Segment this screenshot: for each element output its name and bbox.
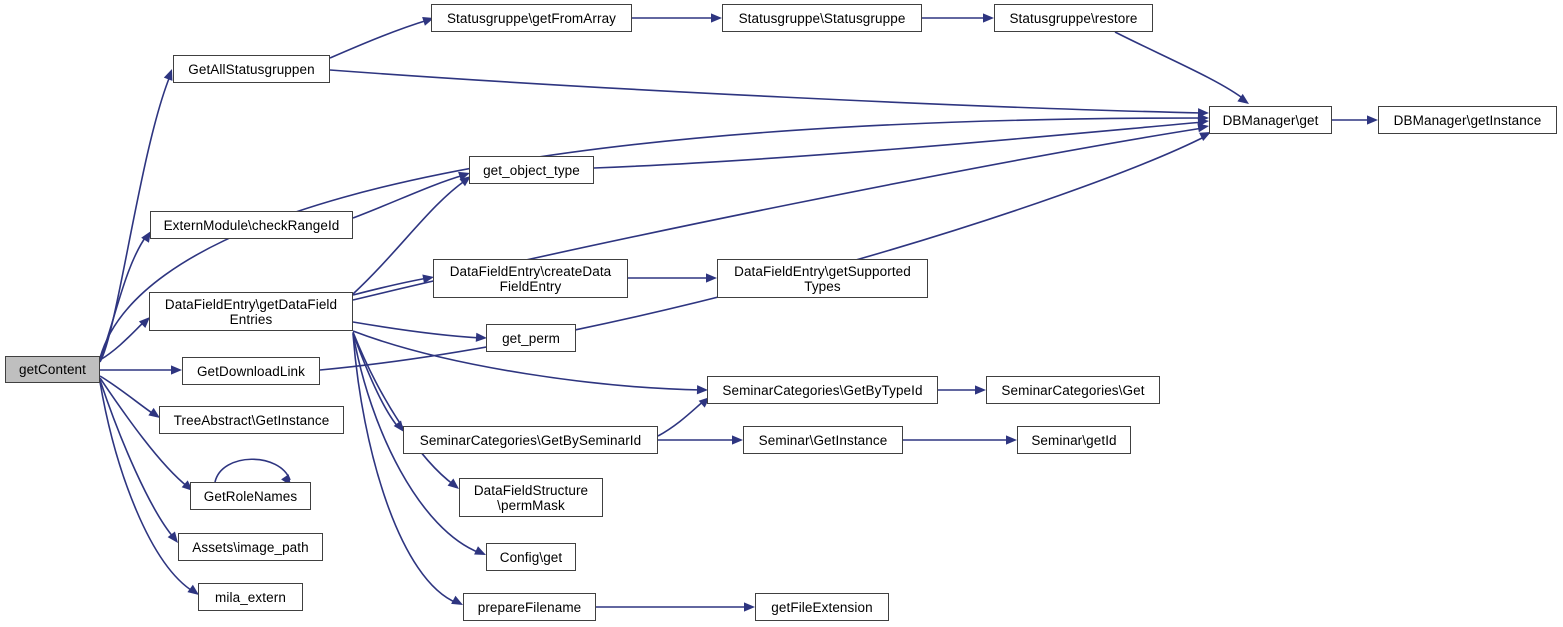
graph-node-getRoleNames[interactable]: GetRoleNames [190, 482, 311, 510]
graph-node-sgStatusgruppe[interactable]: Statusgruppe\Statusgruppe [722, 4, 922, 32]
arrowhead-getContent-to-checkRangeId [141, 231, 151, 243]
graph-node-dbGetInstance[interactable]: DBManager\getInstance [1378, 106, 1557, 134]
graph-node-dfeSupported[interactable]: DataFieldEntry\getSupported Types [717, 259, 928, 298]
graph-node-checkRangeId[interactable]: ExternModule\checkRangeId [150, 211, 353, 239]
graph-node-dfsPermMask[interactable]: DataFieldStructure \permMask [459, 478, 603, 517]
arrowhead-dfeGetEntries-to-dfsPermMask [447, 478, 459, 489]
edge-getContent-to-checkRangeId [99, 234, 148, 361]
arrowhead-getContent-to-getAllStatus [163, 69, 173, 81]
graph-node-getPerm[interactable]: get_perm [486, 324, 576, 352]
arrowhead-getDownloadLink-to-dbGet [1199, 132, 1211, 141]
arrowhead-getContent-to-getDownloadLink [171, 365, 182, 375]
edge-getContent-to-getAllStatus [99, 75, 171, 363]
graph-node-scGetBySeminarId[interactable]: SeminarCategories\GetBySeminarId [403, 426, 658, 454]
arrowhead-dfeGetEntries-to-scGetBySeminarId [393, 420, 404, 432]
arrowhead-dfeGetEntries-to-scGetByTypeId [696, 385, 708, 395]
arrowhead-getContent-to-assetsImagePath [167, 531, 178, 543]
edge-getObjectType-to-dbGet [593, 121, 1204, 169]
graph-node-scGet[interactable]: SeminarCategories\Get [986, 376, 1160, 404]
edge-dfeGetEntries-to-scGetBySeminarId [352, 332, 400, 429]
graph-node-getObjectType[interactable]: get_object_type [469, 156, 594, 184]
edge-sgRestore-to-dbGet [1114, 31, 1246, 101]
arrowhead-dfeGetEntries-to-getObjectType [459, 176, 471, 187]
graph-node-dbGet[interactable]: DBManager\get [1209, 106, 1332, 134]
arrowhead-getContent-to-milaExtern [187, 584, 199, 595]
edge-checkRangeId-to-getObjectType [352, 174, 465, 219]
arrowhead-checkRangeId-to-getObjectType [458, 171, 470, 181]
graph-node-dfeGetEntries[interactable]: DataFieldEntry\getDataField Entries [149, 292, 353, 331]
graph-node-prepareFilename[interactable]: prepareFilename [463, 593, 596, 621]
edge-dfeGetEntries-to-getObjectType [352, 179, 467, 295]
arrowhead-dfeGetEntries-to-getPerm [475, 332, 487, 342]
edge-getRoleNames-to-getRoleNames [214, 458, 291, 483]
graph-node-getDownloadLink[interactable]: GetDownloadLink [182, 357, 320, 385]
edge-getContent-to-getRoleNames [99, 377, 189, 488]
graph-node-configGet[interactable]: Config\get [486, 543, 576, 571]
edge-getContent-to-milaExtern [99, 381, 195, 593]
arrowhead-seminarGetInst-to-seminarGetId [1006, 435, 1017, 445]
arrowhead-sgGetFromArray-to-sgStatusgruppe [711, 13, 722, 23]
edge-dfeGetEntries-to-configGet [352, 332, 481, 554]
arrowhead-dfeCreate-to-dfeSupported [706, 273, 717, 283]
edge-dfeGetEntries-to-getPerm [352, 321, 482, 339]
arrowhead-scGetBySeminarId-to-seminarGetInst [732, 435, 743, 445]
graph-node-seminarGetInst[interactable]: Seminar\GetInstance [743, 426, 903, 454]
edge-getContent-to-dbGet [99, 117, 1204, 359]
edge-getContent-to-assetsImagePath [99, 379, 175, 539]
graph-node-treeAbstract[interactable]: TreeAbstract\GetInstance [159, 406, 344, 434]
arrowhead-getContent-to-dfeGetEntries [138, 317, 150, 328]
arrowhead-getContent-to-treeAbstract [148, 407, 160, 418]
graph-node-getFileExtension[interactable]: getFileExtension [755, 593, 889, 621]
graph-node-assetsImagePath[interactable]: Assets\image_path [178, 533, 323, 561]
edge-getAllStatus-to-sgGetFromArray [329, 19, 429, 59]
arrowhead-scGetByTypeId-to-scGet [975, 385, 986, 395]
arrowhead-dfeGetEntries-to-configGet [474, 546, 486, 555]
edge-dfeGetEntries-to-dfsPermMask [352, 331, 455, 486]
arrowhead-dfeGetEntries-to-dfeCreate [422, 274, 434, 284]
graph-node-getAllStatus[interactable]: GetAllStatusgruppen [173, 55, 330, 83]
arrowhead-sgRestore-to-dbGet [1237, 93, 1249, 104]
arrowhead-prepareFilename-to-getFileExtension [744, 602, 755, 612]
graph-node-getContent[interactable]: getContent [5, 356, 100, 383]
edge-scGetBySeminarId-to-scGetByTypeId [657, 399, 706, 437]
graph-node-sgRestore[interactable]: Statusgruppe\restore [994, 4, 1153, 32]
edge-getAllStatus-to-dbGet [329, 69, 1204, 114]
edge-getContent-to-treeAbstract [99, 375, 156, 416]
graph-node-milaExtern[interactable]: mila_extern [198, 583, 303, 611]
graph-node-sgGetFromArray[interactable]: Statusgruppe\getFromArray [431, 4, 632, 32]
edge-dfeGetEntries-to-dfeCreate [352, 277, 429, 296]
edge-dfeGetEntries-to-scGetByTypeId [352, 330, 703, 391]
arrowhead-dfeGetEntries-to-dbGet [1197, 123, 1209, 133]
graph-node-scGetByTypeId[interactable]: SeminarCategories\GetByTypeId [707, 376, 938, 404]
graph-node-dfeCreate[interactable]: DataFieldEntry\createData FieldEntry [433, 259, 628, 298]
arrowhead-sgStatusgruppe-to-sgRestore [983, 13, 994, 23]
graph-node-seminarGetId[interactable]: Seminar\getId [1017, 426, 1131, 454]
arrowhead-dbGet-to-dbGetInstance [1367, 115, 1378, 125]
edge-dfeGetEntries-to-prepareFilename [352, 333, 458, 604]
arrowhead-dfeGetEntries-to-prepareFilename [451, 595, 463, 605]
